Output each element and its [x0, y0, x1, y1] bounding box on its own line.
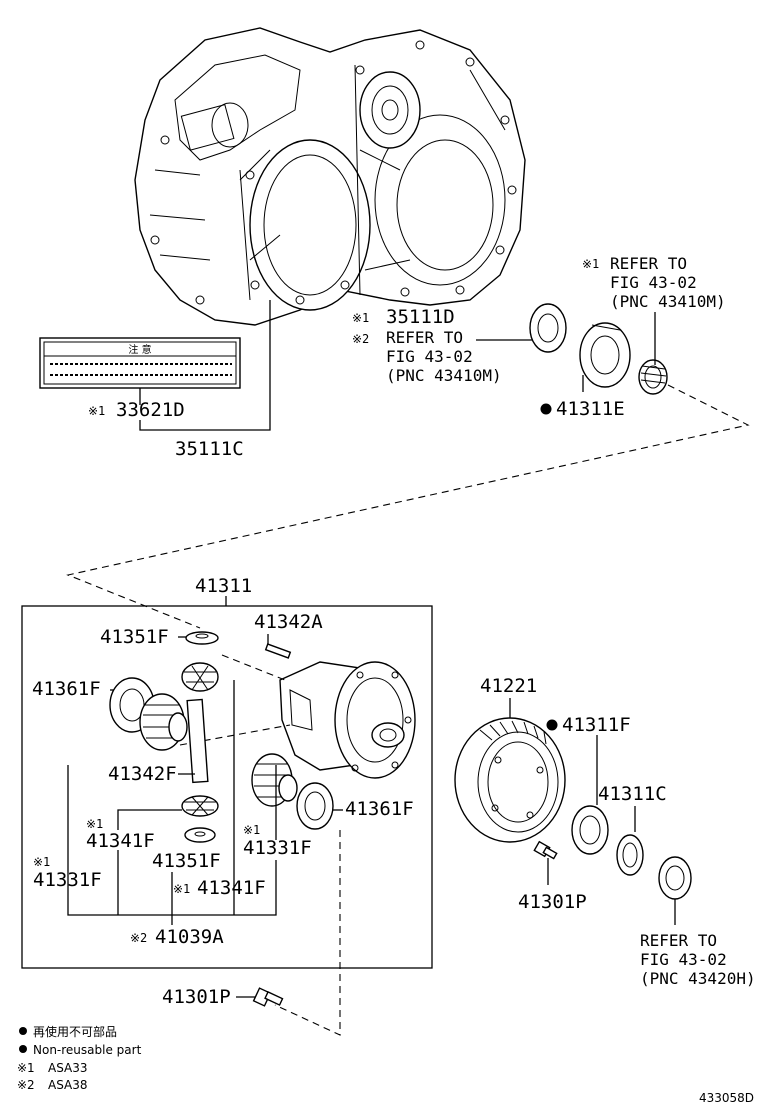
mark-1-41341F-a: ※1 — [86, 817, 103, 831]
legend-non-reusable-en: Non-reusable part — [33, 1043, 142, 1057]
legend-asa1: ASA33 — [48, 1061, 88, 1075]
legend-bullet-jp — [19, 1027, 27, 1035]
mark-1-41331F-a: ※1 — [33, 855, 50, 869]
mark-1-41331F-b: ※1 — [243, 823, 260, 837]
thrust-washer-upper-drawing — [185, 631, 219, 645]
part-41361F-left: 41361F — [32, 678, 101, 700]
refer-b-line1: REFER TO — [610, 254, 687, 273]
part-41342F: 41342F — [108, 763, 177, 785]
part-41341F-upper: 41341F — [86, 830, 155, 852]
part-41331F-left: 41331F — [33, 869, 102, 891]
bearing-race-drawing — [638, 359, 668, 395]
differential-assembly-box — [21, 605, 433, 969]
side-gear-right-drawing — [251, 753, 298, 807]
side-gear-left-drawing — [139, 693, 188, 751]
part-41342A: 41342A — [254, 611, 323, 633]
pinion-gear-lower-drawing — [181, 795, 219, 817]
thrust-washer-lower-drawing — [184, 827, 216, 843]
kit-bracket-41039A — [67, 680, 277, 925]
bearing-race-41311C-drawing — [616, 834, 644, 876]
mark-1-35111D: ※1 — [352, 311, 369, 325]
pin-41342A-drawing — [264, 643, 292, 659]
non-reusable-bullet-41311E — [540, 403, 552, 415]
part-41311F: 41311F — [562, 714, 631, 736]
part-41341F-lower: 41341F — [197, 877, 266, 899]
figure-id: 433058D — [699, 1091, 754, 1105]
mark-1-33621D: ※1 — [88, 404, 105, 418]
part-33621D: 33621D — [116, 399, 185, 421]
refer-a-line1: REFER TO — [386, 328, 463, 347]
part-41039A: 41039A — [155, 926, 224, 948]
bolt-41301P-lower-drawing — [252, 987, 284, 1007]
refer-b-line2: FIG 43-02 — [610, 273, 697, 292]
part-41351F-upper: 41351F — [100, 626, 169, 648]
refer-a-line3: (PNC 43410M) — [386, 366, 502, 385]
legend-mark-2: ※2 — [17, 1078, 35, 1092]
part-41361F-right: 41361F — [345, 798, 414, 820]
refer-c-line3: (PNC 43420H) — [640, 969, 756, 988]
legend-mark-1: ※1 — [17, 1061, 35, 1075]
part-35111D: 35111D — [386, 306, 455, 328]
bearing-41311E-drawing — [579, 322, 631, 388]
part-41311E: 41311E — [556, 398, 625, 420]
legend-bullet-en — [19, 1045, 27, 1053]
part-41221: 41221 — [480, 675, 537, 697]
caution-label-title: 注 意 — [128, 343, 151, 356]
refer-b-line3: (PNC 43410M) — [610, 292, 726, 311]
oil-seal-35111D-drawing — [529, 303, 567, 353]
caution-label-33621D: 注 意 — [39, 337, 241, 389]
part-41351F-lower: 41351F — [152, 850, 221, 872]
part-41331F-right: 41331F — [243, 837, 312, 859]
part-35111C: 35111C — [175, 438, 244, 460]
differential-case-drawing — [279, 661, 416, 779]
mark-2-refer: ※2 — [352, 332, 369, 346]
mark-2-41039A: ※2 — [130, 931, 147, 945]
bearing-41311F-drawing — [571, 805, 609, 855]
legend: 再使用不可部品 Non-reusable part ※1 ASA33 ※2 AS… — [17, 1024, 142, 1092]
part-41301P-upper: 41301P — [518, 891, 587, 913]
oil-seal-right-drawing — [658, 856, 692, 900]
leader-33621D — [139, 300, 271, 431]
ring-gear-41221-drawing — [454, 717, 566, 843]
legend-asa2: ASA38 — [48, 1078, 88, 1092]
refer-c-line1: REFER TO — [640, 931, 717, 950]
part-41301P-lower: 41301P — [162, 986, 231, 1008]
part-41311: 41311 — [195, 575, 252, 597]
mark-1-refer-b: ※1 — [582, 257, 599, 271]
side-washer-right-drawing — [296, 782, 334, 830]
transaxle-case-drawing — [134, 27, 526, 326]
part-41311C: 41311C — [598, 783, 667, 805]
non-reusable-bullet-41311F — [546, 719, 558, 731]
refer-c-line2: FIG 43-02 — [640, 950, 727, 969]
legend-non-reusable-jp: 再使用不可部品 — [33, 1024, 117, 1039]
mark-1-41341F-b: ※1 — [173, 882, 190, 896]
assembly-line-bottom — [274, 830, 341, 1036]
pinion-shaft-41342F-drawing — [186, 698, 209, 784]
refer-a-line2: FIG 43-02 — [386, 347, 473, 366]
pinion-gear-upper-drawing — [181, 662, 219, 692]
bolt-41301P-upper-drawing — [533, 840, 558, 860]
assembly-line-top — [66, 384, 750, 629]
